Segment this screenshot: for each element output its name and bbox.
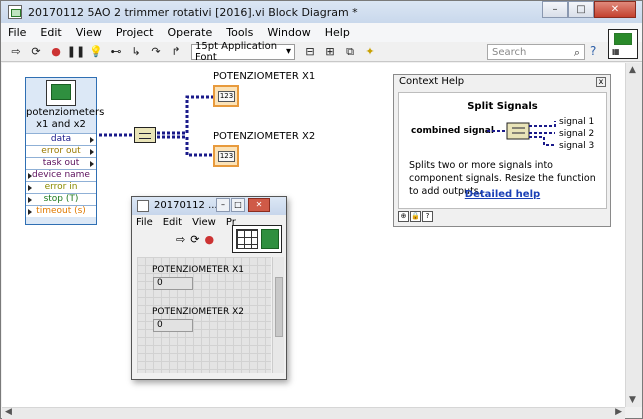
fp-vertical-scrollbar[interactable]: [272, 257, 284, 373]
indicator-label-x2: POTENZIOMETER X2: [213, 131, 316, 142]
context-help-close-button[interactable]: x: [596, 77, 606, 87]
fp-run-continuously-icon[interactable]: ⟳: [190, 232, 200, 246]
menu-project[interactable]: Project: [115, 26, 154, 39]
context-help-window[interactable]: Context Help x Split Signals combined si…: [393, 74, 611, 227]
window-title: 20170112 5AO 2 trimmer rotativi [2016].v…: [28, 5, 358, 19]
scroll-up-icon[interactable]: ▲: [629, 65, 636, 75]
maximize-button[interactable]: □: [568, 1, 594, 18]
output-signal-1: signal 1: [559, 117, 595, 127]
menu-view[interactable]: View: [75, 26, 102, 39]
menu-tools[interactable]: Tools: [226, 26, 254, 39]
step-over-icon[interactable]: ↷: [151, 45, 161, 58]
vertical-scrollbar[interactable]: ▲ ▼: [625, 63, 642, 407]
cleanup-diagram-icon[interactable]: ✦: [365, 45, 375, 58]
detailed-help-link[interactable]: Detailed help: [464, 189, 541, 200]
fp-menu-edit[interactable]: Edit: [162, 217, 183, 228]
font-select[interactable]: 15pt Application Font: [191, 41, 295, 63]
menu-bar: File Edit View Project Operate Tools Win…: [1, 23, 642, 42]
control-label-x2: POTENZIOMETER X2: [152, 307, 244, 317]
indicator-x2[interactable]: 123: [213, 145, 239, 167]
lock-icon[interactable]: 🔒: [410, 211, 421, 222]
output-signal-3: signal 3: [559, 141, 595, 151]
terminal-error-out[interactable]: error out: [26, 145, 96, 157]
terminal-timeout[interactable]: timeout (s): [26, 205, 96, 217]
horizontal-scrollbar[interactable]: ◀ ▶: [2, 407, 625, 419]
terminal-data[interactable]: data: [26, 133, 96, 145]
vi-icon[interactable]: ▦: [608, 29, 638, 59]
indicator-label-x1: POTENZIOMETER X1: [213, 71, 316, 82]
scroll-right-icon[interactable]: ▶: [615, 407, 622, 417]
fp-close-button[interactable]: ✕: [248, 198, 270, 212]
minimize-button[interactable]: –: [542, 1, 568, 18]
abort-icon[interactable]: ●: [51, 45, 61, 58]
terminal-task-out[interactable]: task out: [26, 157, 96, 169]
highlight-execution-icon[interactable]: 💡: [89, 45, 103, 58]
daq-assistant-icon: [46, 80, 76, 106]
split-signals-node[interactable]: [134, 127, 156, 143]
front-panel-title-bar: 20170112 ... – □ ✕: [132, 197, 286, 215]
close-button[interactable]: ✕: [594, 1, 636, 18]
express-vi-name: potenziometers x1 and x2: [26, 107, 105, 130]
show-optional-terminals-icon[interactable]: ⊕: [398, 211, 409, 222]
output-signal-2: signal 2: [559, 129, 595, 139]
fp-connector-pane-icon[interactable]: [232, 225, 282, 253]
menu-file[interactable]: File: [8, 26, 27, 39]
fp-scroll-thumb[interactable]: [275, 277, 283, 337]
scroll-left-icon[interactable]: ◀: [5, 407, 12, 417]
fp-menu-project[interactable]: Pr: [225, 217, 236, 228]
front-panel-window[interactable]: 20170112 ... – □ ✕ File Edit View Pr ⇨ ⟳…: [131, 196, 287, 380]
daq-assistant-express-vi[interactable]: potenziometers x1 and x2 data error out …: [25, 77, 105, 225]
terminal-stop[interactable]: stop (T): [26, 193, 96, 205]
fp-menu-file[interactable]: File: [136, 217, 153, 228]
menu-window[interactable]: Window: [267, 26, 311, 39]
help-icon[interactable]: ?: [590, 44, 597, 58]
search-input[interactable]: Search ⌕: [487, 44, 585, 60]
pause-icon[interactable]: ❚❚: [66, 45, 86, 58]
indicator-x1[interactable]: 123: [213, 85, 239, 107]
step-out-icon[interactable]: ↱: [171, 45, 181, 58]
numeric-indicator-x1[interactable]: 0: [153, 277, 193, 290]
terminal-device-name[interactable]: device name: [26, 169, 96, 181]
fp-maximize-button[interactable]: □: [231, 198, 245, 212]
front-panel-grid[interactable]: POTENZIOMETER X1 0 POTENZIOMETER X2 0: [137, 257, 271, 373]
wires: [99, 95, 213, 157]
control-label-x1: POTENZIOMETER X1: [152, 265, 244, 275]
menu-operate[interactable]: Operate: [167, 26, 213, 39]
toolbar: ⇨ ⟳ ● ❚❚ 💡 ⊷ ↳ ↷ ↱ 15pt Application Font…: [1, 41, 642, 63]
front-panel-toolbar: ⇨ ⟳ ●: [132, 231, 286, 247]
fp-menu-view[interactable]: View: [192, 217, 216, 228]
search-icon[interactable]: ⌕: [573, 46, 580, 59]
context-help-footer: ⊕ 🔒 ?: [398, 211, 434, 222]
input-label: combined signal: [411, 126, 494, 136]
labview-app-icon: [8, 5, 22, 19]
context-help-title: Context Help x: [394, 75, 610, 90]
align-objects-icon[interactable]: ⊟: [305, 45, 315, 58]
front-panel-app-icon: [137, 200, 149, 212]
reorder-icon[interactable]: ⧉: [346, 44, 354, 58]
numeric-indicator-x2[interactable]: 0: [153, 319, 193, 332]
help-book-icon[interactable]: ?: [422, 211, 433, 222]
split-signals-glyph: [487, 121, 556, 146]
menu-edit[interactable]: Edit: [40, 26, 62, 39]
run-arrow-icon[interactable]: ⇨: [11, 45, 21, 58]
front-panel-menu-bar: File Edit View Pr: [132, 215, 286, 231]
fp-run-arrow-icon[interactable]: ⇨: [176, 232, 186, 246]
run-continuously-icon[interactable]: ⟳: [31, 45, 41, 58]
terminal-error-in[interactable]: error in: [26, 181, 96, 193]
context-help-body: Split Signals combined signal signal 1 s…: [398, 92, 607, 209]
fp-abort-icon[interactable]: ●: [204, 232, 215, 246]
function-name: Split Signals: [467, 101, 538, 112]
retain-wire-values-icon[interactable]: ⊷: [110, 45, 122, 58]
menu-help[interactable]: Help: [324, 26, 350, 39]
title-bar: 20170112 5AO 2 trimmer rotativi [2016].v…: [1, 1, 642, 23]
scroll-down-icon[interactable]: ▼: [629, 395, 636, 405]
step-into-icon[interactable]: ↳: [131, 45, 141, 58]
fp-minimize-button[interactable]: –: [216, 198, 230, 212]
function-description: Splits two or more signals into componen…: [409, 160, 596, 197]
distribute-objects-icon[interactable]: ⊞: [325, 45, 335, 58]
